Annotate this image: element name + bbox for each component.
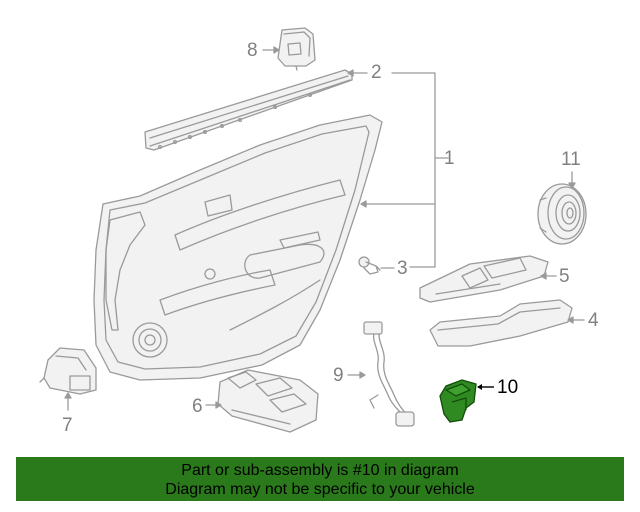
banner-line-2: Diagram may not be specific to your vehi… bbox=[165, 481, 475, 498]
callout-9: 9 bbox=[333, 365, 344, 386]
callout-6: 6 bbox=[192, 396, 203, 417]
part-1-door-panel bbox=[93, 114, 383, 381]
banner-line-1: Part or sub-assembly is #10 in diagram bbox=[181, 462, 459, 479]
callout-1: 1 bbox=[444, 148, 455, 169]
part-3-clip bbox=[358, 256, 381, 275]
callout-3: 3 bbox=[397, 258, 408, 279]
part-7-switch bbox=[39, 347, 97, 395]
part-9-wire-harness bbox=[363, 321, 415, 427]
callout-4: 4 bbox=[588, 310, 599, 331]
part-5-switch-bezel bbox=[419, 255, 549, 303]
callout-2: 2 bbox=[371, 62, 382, 83]
callout-7: 7 bbox=[62, 415, 73, 436]
leader-1-bracket bbox=[391, 72, 436, 268]
callout-5: 5 bbox=[559, 266, 570, 287]
part-11-speaker bbox=[537, 183, 587, 245]
callout-8: 8 bbox=[247, 40, 258, 61]
callout-10: 10 bbox=[497, 377, 519, 398]
part-4-armrest bbox=[429, 299, 573, 347]
part-10-switch-highlighted bbox=[439, 379, 477, 423]
callout-11: 11 bbox=[561, 149, 581, 170]
parts-diagram bbox=[39, 27, 587, 433]
part-6-master-switch bbox=[217, 369, 319, 433]
info-banner: Part or sub-assembly is #10 in diagram D… bbox=[16, 457, 624, 501]
part-2-weatherstrip bbox=[144, 69, 353, 151]
part-8-switch bbox=[277, 27, 316, 71]
